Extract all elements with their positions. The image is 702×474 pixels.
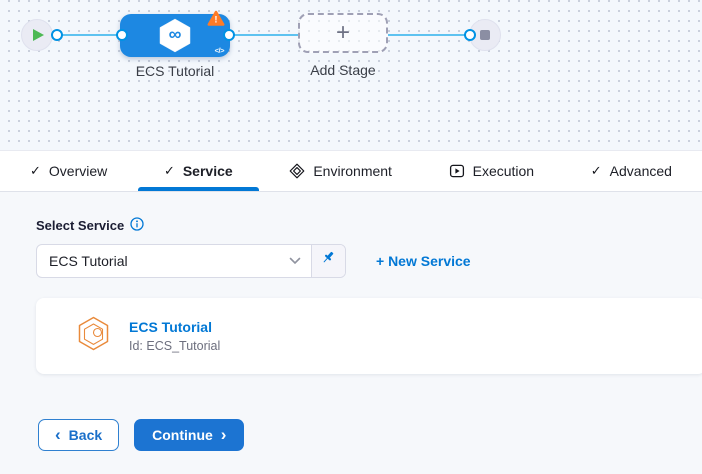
info-icon[interactable] [130,217,144,234]
service-select-value: ECS Tutorial [49,253,128,269]
check-icon: ✓ [590,163,602,178]
svg-text:!: ! [214,14,217,25]
tab-overview[interactable]: ✓ Overview [30,151,107,191]
tab-label: Advanced [609,163,672,179]
tab-label: Overview [48,163,108,179]
environment-stack-icon [289,163,305,179]
add-stage-label: Add Stage [310,62,376,78]
service-card-title: ECS Tutorial [129,319,212,335]
plus-icon: + [335,19,350,46]
continue-button[interactable]: Continue › [134,419,245,451]
stage-node-ecs-tutorial[interactable]: ∞ ! </> [120,10,230,57]
tab-execution[interactable]: Execution [449,151,534,191]
pipeline-edge [388,34,470,36]
chevron-left-icon: ‹ [55,424,61,444]
service-select-dropdown[interactable]: ECS Tutorial [37,245,311,277]
back-button[interactable]: ‹ Back [38,419,120,451]
check-icon: ✓ [163,163,175,178]
code-yaml-icon[interactable]: </> [214,46,225,55]
add-stage-button[interactable]: + [298,13,388,53]
service-hexagon-icon [78,316,109,356]
select-service-label: Select Service [36,218,125,233]
stage-label: ECS Tutorial [135,63,215,79]
service-select-group: ECS Tutorial [36,244,346,278]
cd-hexagon-infinity-icon: ∞ [158,18,192,53]
tab-label: Environment [313,163,392,179]
pipeline-edge [229,34,300,36]
chevron-right-icon: › [220,424,227,444]
tab-advanced[interactable]: ✓ Advanced [591,151,672,191]
pipeline-canvas[interactable]: ∞ ! </> ECS Tutorial + Add Stage [0,0,702,150]
service-card-ecs-tutorial[interactable]: ECS Tutorial Id: ECS_Tutorial [36,298,702,374]
play-icon [33,29,44,41]
tab-service[interactable]: ✓ Service [138,151,259,191]
pin-service-button[interactable] [311,245,345,277]
connector-port [464,29,476,41]
new-service-link[interactable]: + New Service [376,253,471,269]
execution-play-icon [449,163,465,179]
service-card-text: ECS Tutorial Id: ECS_Tutorial [129,319,220,353]
pipeline-edge [57,34,122,36]
warning-triangle-icon: ! [207,10,225,32]
connector-port [116,29,128,41]
tab-label: Execution [472,163,535,179]
connector-port [223,29,235,41]
pin-icon [320,250,337,272]
connector-port [51,29,63,41]
chevron-down-icon [289,252,301,270]
tab-environment[interactable]: Environment [289,151,392,191]
service-card-id: Id: ECS_Tutorial [129,339,221,353]
tab-label: Service [182,163,233,179]
check-icon: ✓ [30,163,41,178]
service-tab-panel: Select Service ECS Tutorial [0,192,702,474]
stage-tabs: ✓ Overview ✓ Service Environment Executi… [0,150,702,192]
stop-icon [480,30,490,40]
pipeline-start-node [21,19,53,51]
